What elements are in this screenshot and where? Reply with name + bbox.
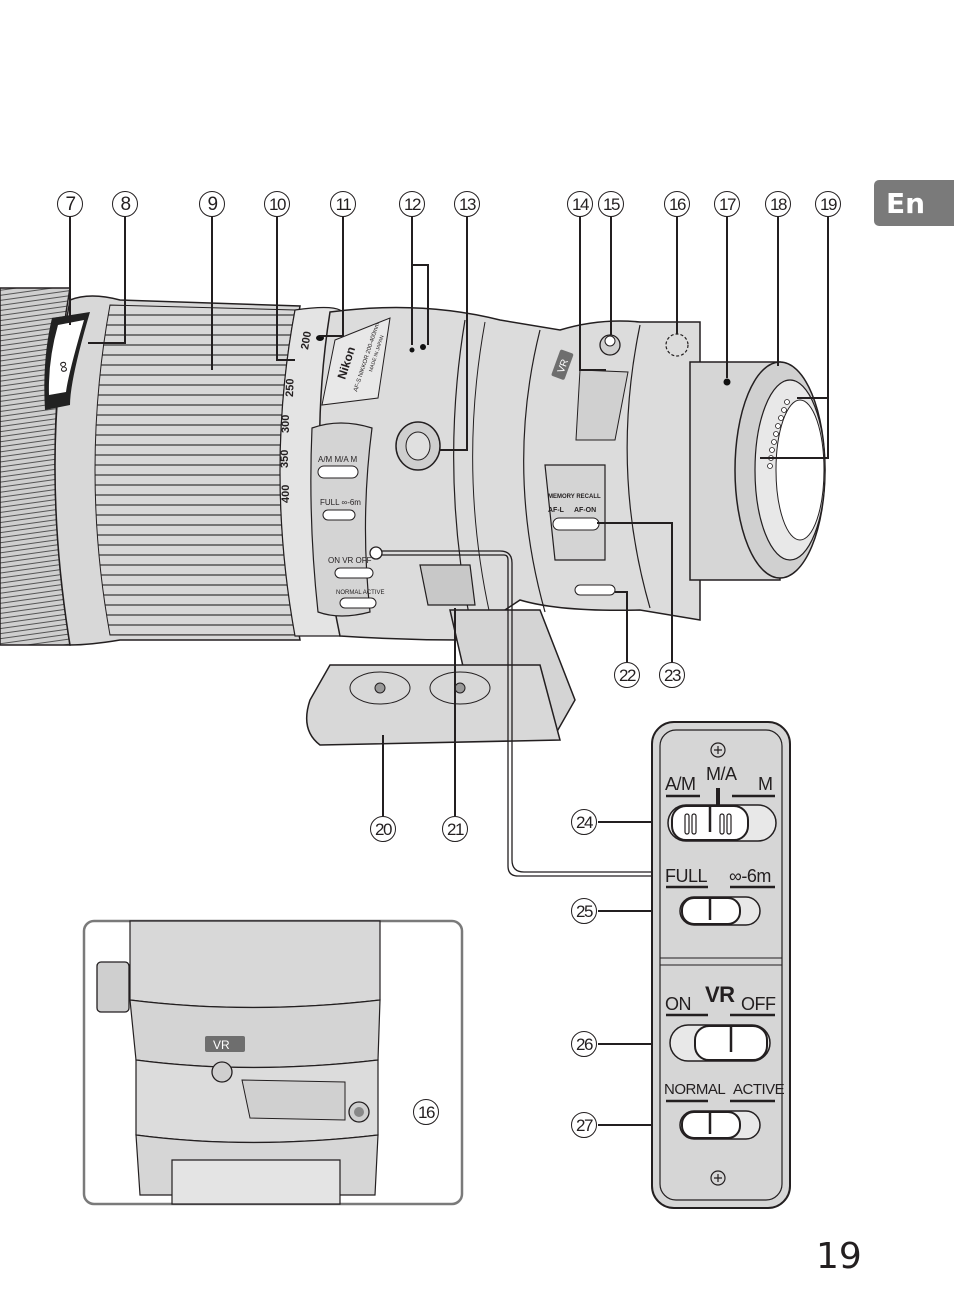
callout-8: 8 <box>112 191 138 217</box>
callout-14: 14 <box>567 191 593 217</box>
focal-350: 350 <box>279 450 291 468</box>
mount-index <box>723 378 731 386</box>
screw-icon <box>710 1170 726 1186</box>
zoom-ring: ∞ <box>44 295 301 646</box>
callout-27: 27 <box>571 1112 597 1138</box>
focal-200: 200 <box>299 330 314 350</box>
callout-11: 11 <box>330 191 356 217</box>
vr-off-label: OFF <box>741 994 776 1014</box>
callout-13: 13 <box>454 191 480 217</box>
panel-connector <box>369 546 652 877</box>
callout-23: 23 <box>659 662 685 688</box>
page-number: 19 <box>816 1236 862 1277</box>
inset-view: VR <box>82 919 464 1206</box>
memory-recall-label: MEMORY RECALL <box>548 494 601 500</box>
memory-recall-panel: MEMORY RECALL AF-L AF-ON <box>544 464 616 596</box>
focal-250: 250 <box>284 378 297 397</box>
focus-limit-6m-label: ∞-6m <box>729 866 771 886</box>
callout-25: 25 <box>571 898 597 924</box>
svg-text:ON VR OFF: ON VR OFF <box>328 556 372 565</box>
callout-15: 15 <box>598 191 624 217</box>
inset-vr-badge: VR <box>213 1038 230 1052</box>
vr-badge: VR <box>556 358 571 375</box>
focus-mode-am-label: A/M <box>665 774 696 794</box>
focus-mode-m-label: M <box>758 774 773 794</box>
focal-400: 400 <box>280 485 292 503</box>
vr-active-label: ACTIVE <box>733 1081 785 1098</box>
callout-22: 22 <box>614 662 640 688</box>
callout-20: 20 <box>370 816 396 842</box>
focus-mode-ma-label: M/A <box>706 764 737 784</box>
focus-limit-full-label: FULL <box>665 866 708 886</box>
af-l-label: AF-L <box>548 507 565 514</box>
callout-inset-16: 16 <box>413 1099 439 1125</box>
callout-24: 24 <box>571 809 597 835</box>
svg-text:FULL ∞-6m: FULL ∞-6m <box>320 498 361 507</box>
af-on-label: AF-ON <box>574 507 596 514</box>
focal-300: 300 <box>280 415 292 433</box>
vr-title: VR <box>705 982 735 1007</box>
callout-12: 12 <box>399 191 425 217</box>
lens-mount <box>689 361 826 581</box>
vr-on-label: ON <box>665 994 692 1014</box>
lens-switch-panel: A/M M/A M FULL ∞-6m ON VR OFF NORMAL ACT… <box>310 422 384 617</box>
callout-7: 7 <box>57 191 83 217</box>
svg-text:NORMAL ACTIVE: NORMAL ACTIVE <box>336 590 384 596</box>
callout-16: 16 <box>664 191 690 217</box>
language-tab: En <box>874 180 954 226</box>
callout-10: 10 <box>264 191 290 217</box>
switch-panel-enlarged <box>651 721 791 1209</box>
svg-text:A/M M/A M: A/M M/A M <box>318 455 357 464</box>
screw-icon <box>710 742 726 758</box>
callout-17: 17 <box>714 191 740 217</box>
callout-26: 26 <box>571 1031 597 1057</box>
infinity-mark: ∞ <box>54 360 73 374</box>
callout-9: 9 <box>199 191 225 217</box>
vr-normal-label: NORMAL <box>664 1081 726 1098</box>
callout-19: 19 <box>815 191 841 217</box>
callout-21: 21 <box>442 816 468 842</box>
callout-18: 18 <box>765 191 791 217</box>
